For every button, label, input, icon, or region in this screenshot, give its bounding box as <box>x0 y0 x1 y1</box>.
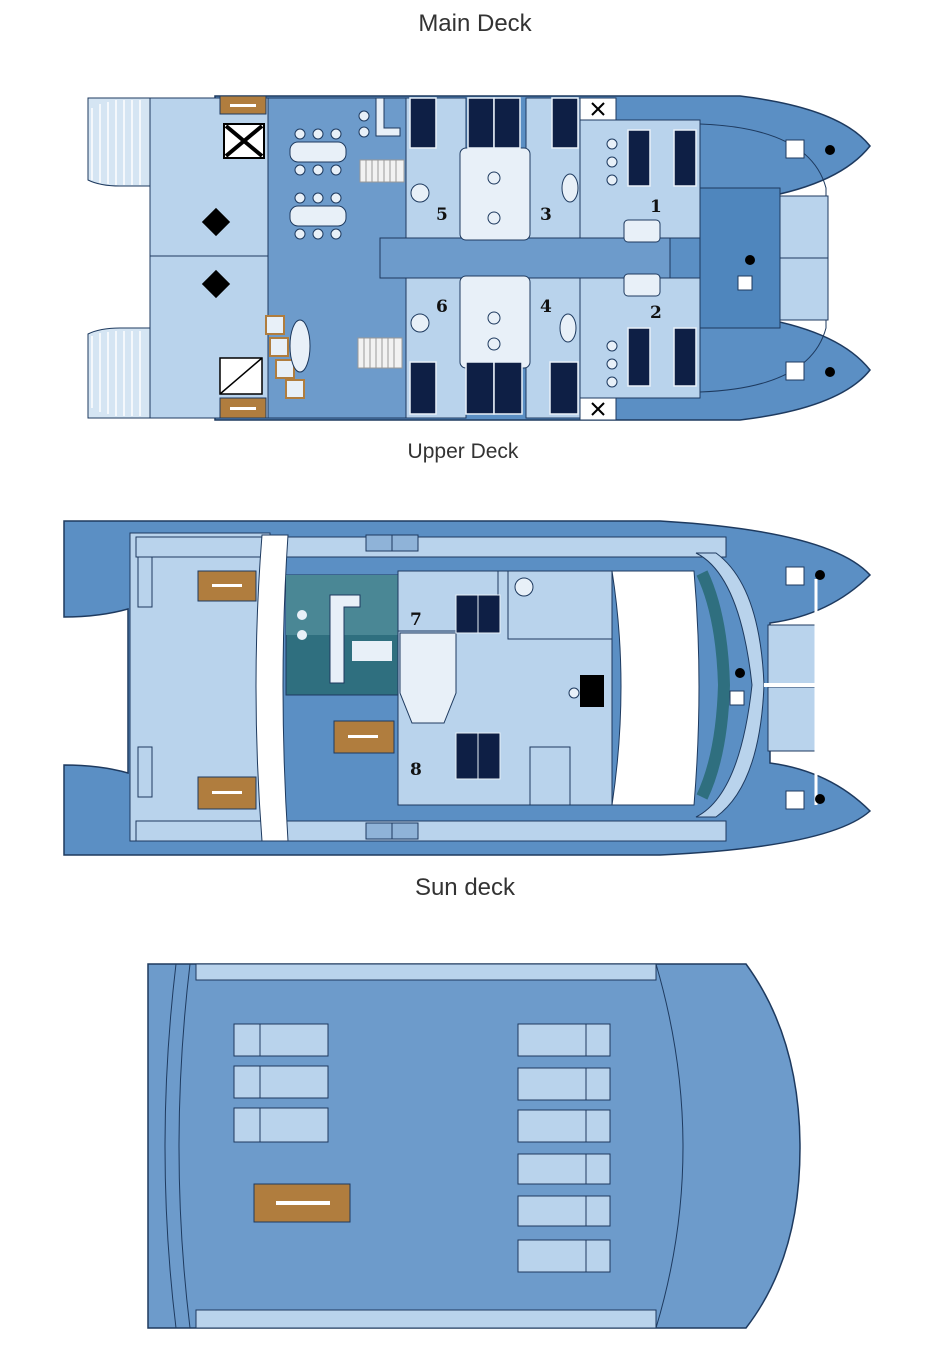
lounge-sofa <box>265 315 305 399</box>
stairs-icon <box>359 159 405 183</box>
sun-deck-title: Sun deck <box>414 874 516 901</box>
stairs-icon <box>357 337 403 369</box>
bed-icon <box>627 129 697 387</box>
storage-x-icon <box>223 123 265 159</box>
storage-diagonal-icon <box>219 357 263 395</box>
storage-x-icon <box>579 97 617 121</box>
bed-icon <box>455 594 501 780</box>
sun-deck-surface <box>147 963 801 1329</box>
upper-deck-arch <box>255 534 289 842</box>
toilet-icon <box>410 173 579 343</box>
bridge <box>695 552 765 818</box>
bathroom-bottom <box>459 275 531 369</box>
cabin-number: 1 <box>650 197 662 217</box>
cabin-number: 7 <box>410 610 422 630</box>
cabin-number: 2 <box>650 303 662 323</box>
cabin-number: 3 <box>540 205 552 225</box>
cabin-number: 4 <box>540 297 552 317</box>
central-corridor <box>379 237 671 279</box>
shower-icon <box>487 171 501 351</box>
dining-table <box>289 192 347 240</box>
bow-room <box>699 187 781 329</box>
upper-deck-title: Upper Deck <box>407 440 519 463</box>
sun-deck-plan <box>147 963 801 1329</box>
cabin-number: 5 <box>436 205 448 225</box>
upper-deck-plan: 7 8 <box>63 520 872 856</box>
sun-lounger-icon <box>233 1023 611 1273</box>
dining-table <box>289 128 347 176</box>
main-deck-title: Main Deck <box>418 10 532 37</box>
stairs-icon <box>365 534 419 840</box>
main-deck-plan: 1 2 3 4 5 6 <box>87 95 871 421</box>
bathroom-top <box>459 147 531 241</box>
cabin-number: 8 <box>410 760 422 780</box>
cabin-number: 6 <box>436 297 448 317</box>
bed-icon <box>409 97 579 415</box>
storage-x-icon <box>579 397 617 421</box>
